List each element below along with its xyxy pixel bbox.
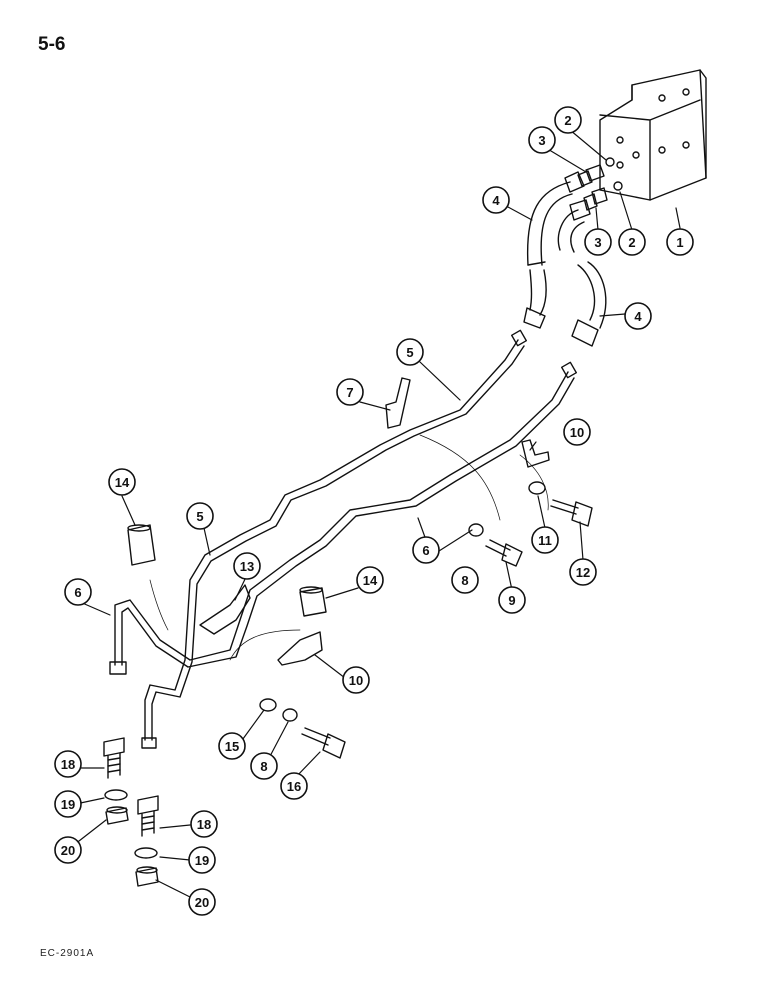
callout-19-right: 19 xyxy=(188,846,216,874)
tube-upper-nut xyxy=(141,737,157,749)
nut-20-right xyxy=(135,866,159,887)
callout-20-left: 20 xyxy=(54,836,82,864)
nut-20-left xyxy=(105,806,129,825)
callout-11: 11 xyxy=(531,526,559,554)
callout-12: 12 xyxy=(569,558,597,586)
figure-code: EC-2901A xyxy=(40,948,95,959)
callout-19-left: 19 xyxy=(54,790,82,818)
svg-text:5: 5 xyxy=(406,345,413,360)
bolt-16 xyxy=(301,727,346,759)
washer-8-upper xyxy=(468,523,484,537)
spacer-upper xyxy=(127,524,156,566)
bracket-7 xyxy=(385,377,411,429)
svg-text:10: 10 xyxy=(570,425,584,440)
valve-block xyxy=(599,69,707,201)
svg-text:12: 12 xyxy=(576,565,590,580)
tube-lower-nut xyxy=(109,661,127,675)
callout-5-lower: 5 xyxy=(186,502,214,530)
bolt-18-left xyxy=(103,737,125,779)
svg-text:6: 6 xyxy=(74,585,81,600)
callout-4-lower: 4 xyxy=(624,302,652,330)
svg-text:20: 20 xyxy=(61,843,75,858)
svg-text:3: 3 xyxy=(594,235,601,250)
svg-text:2: 2 xyxy=(564,113,571,128)
o-ring-upper xyxy=(605,157,615,167)
callout-18-left: 18 xyxy=(54,750,82,778)
callout-2-lower: 2 xyxy=(618,228,646,256)
svg-text:4: 4 xyxy=(634,309,642,324)
tube-upper xyxy=(144,339,519,741)
clamp-bracket-upper xyxy=(521,439,550,468)
callout-14-upper: 14 xyxy=(108,468,136,496)
callout-8-lower: 8 xyxy=(250,752,278,780)
page-number: 5-6 xyxy=(38,34,66,55)
hose-upper xyxy=(523,171,585,329)
callout-5-upper: 5 xyxy=(396,338,424,366)
callout-1: 1 xyxy=(666,228,694,256)
tube-lower-fitting xyxy=(560,361,578,379)
callout-15: 15 xyxy=(218,732,246,760)
svg-text:13: 13 xyxy=(240,559,254,574)
svg-text:6: 6 xyxy=(422,543,429,558)
callout-4-upper: 4 xyxy=(482,186,510,214)
callout-6-left: 6 xyxy=(64,578,92,606)
callout-6-right: 6 xyxy=(412,536,440,564)
svg-text:14: 14 xyxy=(363,573,378,588)
washer-15 xyxy=(259,698,277,712)
svg-text:10: 10 xyxy=(349,673,363,688)
callout-3-upper: 3 xyxy=(528,126,556,154)
svg-text:18: 18 xyxy=(197,817,211,832)
callout-18-right: 18 xyxy=(190,810,218,838)
callout-8-upper: 8 xyxy=(451,566,479,594)
bolt-12 xyxy=(550,499,593,527)
svg-text:8: 8 xyxy=(461,573,468,588)
callout-20-right: 20 xyxy=(188,888,216,916)
o-ring-lower xyxy=(613,181,623,191)
washer-19-right xyxy=(134,847,158,859)
spacer-lower xyxy=(299,586,327,617)
svg-text:18: 18 xyxy=(61,757,75,772)
adapter-upper xyxy=(577,164,605,187)
callout-7: 7 xyxy=(336,378,364,406)
svg-text:5: 5 xyxy=(196,509,203,524)
svg-text:8: 8 xyxy=(260,759,267,774)
svg-text:2: 2 xyxy=(628,235,635,250)
bolt-9 xyxy=(485,539,523,567)
adapter-lower xyxy=(583,187,608,211)
washer-8-lower xyxy=(282,708,298,722)
svg-text:15: 15 xyxy=(225,739,239,754)
svg-text:19: 19 xyxy=(195,853,209,868)
callout-10-upper: 10 xyxy=(563,418,591,446)
tube-upper-fitting xyxy=(510,329,528,347)
svg-text:3: 3 xyxy=(538,133,545,148)
tube-lower xyxy=(114,371,569,666)
svg-text:9: 9 xyxy=(508,593,515,608)
svg-text:16: 16 xyxy=(287,779,301,794)
bolt-18-right xyxy=(137,795,159,837)
callout-3-lower: 3 xyxy=(584,228,612,256)
svg-text:19: 19 xyxy=(61,797,75,812)
washer-19-left xyxy=(104,789,128,801)
clamp-bracket-lower xyxy=(277,631,323,666)
callout-13: 13 xyxy=(233,552,261,580)
callout-10-lower: 10 xyxy=(342,666,370,694)
hose-lower xyxy=(557,199,607,347)
washer-11 xyxy=(528,481,546,495)
svg-text:4: 4 xyxy=(492,193,500,208)
callout-16: 16 xyxy=(280,772,308,800)
svg-text:20: 20 xyxy=(195,895,209,910)
svg-text:1: 1 xyxy=(676,235,683,250)
svg-text:7: 7 xyxy=(346,385,353,400)
callout-9: 9 xyxy=(498,586,526,614)
callout-2-upper: 2 xyxy=(554,106,582,134)
callout-14-lower: 14 xyxy=(356,566,384,594)
svg-text:14: 14 xyxy=(115,475,130,490)
svg-text:11: 11 xyxy=(538,533,552,548)
clamp-13 xyxy=(199,584,251,635)
